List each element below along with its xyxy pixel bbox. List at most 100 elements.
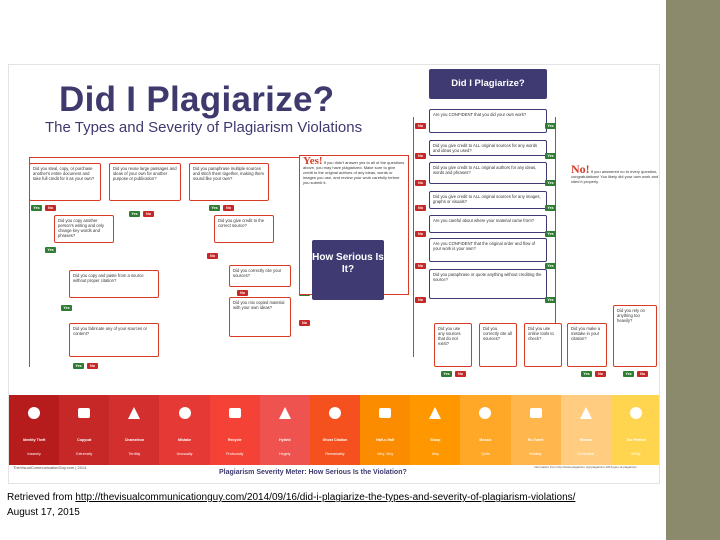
half-circle-icon bbox=[377, 405, 393, 421]
question-box: Did you rely on anything too heavily? bbox=[613, 305, 657, 367]
question-box: Did you make a mistake in your citation? bbox=[567, 323, 607, 367]
question-box: Did you paraphrase multiple sources and … bbox=[189, 163, 269, 201]
meter-segment-severity: Profoundly bbox=[226, 452, 244, 456]
yes-tag: Yes bbox=[61, 305, 72, 311]
no-tag: No bbox=[223, 205, 234, 211]
meter-segment-severity: Extremely bbox=[76, 452, 93, 456]
bird-icon bbox=[528, 405, 544, 421]
key-icon bbox=[628, 405, 644, 421]
question-box: Did you steal, copy, or purchase another… bbox=[29, 163, 101, 201]
question-box: Did you paraphrase or quote anything wit… bbox=[429, 269, 547, 299]
no-tag: No bbox=[143, 211, 154, 217]
caption: Retrieved from http://thevisualcommunica… bbox=[7, 490, 575, 520]
yes-heading: Yes! bbox=[303, 155, 323, 167]
no-tag: No bbox=[299, 320, 310, 326]
yes-tag: Yes bbox=[545, 205, 556, 211]
connector-line bbox=[29, 157, 409, 158]
puzzle-icon bbox=[427, 405, 443, 421]
yes-text: If you didn't answer yes to all of the q… bbox=[303, 160, 405, 185]
no-tag: No bbox=[87, 363, 98, 369]
meter-credit: TheVisualCommunicationGuy.com | 2014 bbox=[13, 465, 87, 470]
source-link[interactable]: http://thevisualcommunicationguy.com/201… bbox=[75, 492, 576, 503]
caption-prefix: Retrieved from bbox=[7, 492, 76, 503]
yes-tag: Yes bbox=[129, 211, 140, 217]
question-box: Did you fabricate any of your sources or… bbox=[69, 323, 159, 357]
meter-segment-severity: Hugely bbox=[279, 452, 291, 456]
meter-segment-name: Recycle bbox=[227, 438, 242, 442]
infographic-title: Did I Plagiarize? bbox=[59, 80, 335, 119]
cat-icon bbox=[76, 405, 92, 421]
connector-line bbox=[413, 117, 414, 357]
how-serious-box: How Serious Is It? bbox=[312, 240, 384, 300]
ghost-icon bbox=[327, 405, 343, 421]
connector-line bbox=[29, 157, 30, 367]
yes-tag: Yes bbox=[441, 371, 452, 377]
meter-segment-severity: Very bbox=[431, 452, 439, 456]
no-heading: No! bbox=[571, 165, 590, 176]
meter-segment-name: Chameleon bbox=[124, 438, 145, 442]
mosaic-icon bbox=[477, 405, 493, 421]
yes-tag: Yes bbox=[31, 205, 42, 211]
yes-tag: Yes bbox=[545, 153, 556, 159]
meter-segment-name: Sharp bbox=[430, 438, 441, 442]
question-box: Did you correctly cite all sources? bbox=[479, 323, 517, 367]
question-box: Did you reuse large passages and ideas o… bbox=[109, 163, 181, 201]
question-box: Did you give credit to ALL original sour… bbox=[429, 191, 547, 209]
meter-segment-name: Half-n-Half bbox=[376, 438, 395, 442]
yes-tag: Yes bbox=[545, 180, 556, 186]
meter-segment-severity: Terribly bbox=[128, 452, 141, 456]
question-box: Are you careful about where your materia… bbox=[429, 215, 547, 233]
no-tag: No bbox=[415, 231, 426, 237]
no-tag: No bbox=[595, 371, 606, 377]
yes-tag: Yes bbox=[73, 363, 84, 369]
yes-tag: Yes bbox=[45, 247, 56, 253]
meter-segment-name: Mosaic bbox=[479, 438, 492, 442]
question-box: Did you mix copied material with your ow… bbox=[229, 297, 291, 337]
no-tag: No bbox=[637, 371, 648, 377]
meter-segment-severity: Very, Very bbox=[377, 452, 394, 456]
yes-tag: Yes bbox=[209, 205, 220, 211]
meter-segment-name: Hybrid bbox=[279, 438, 291, 442]
meter-segment-name: Ghost Citation bbox=[322, 438, 348, 442]
meter-segment-name: Copycat bbox=[77, 438, 92, 442]
yes-tag: Yes bbox=[623, 371, 634, 377]
meter-segment-severity: Remarkably bbox=[325, 452, 345, 456]
mask-icon bbox=[26, 405, 42, 421]
no-tag: No bbox=[237, 290, 248, 296]
no-tag: No bbox=[415, 180, 426, 186]
meter-segment-severity: Unusually bbox=[176, 452, 193, 456]
recycle-icon bbox=[227, 405, 243, 421]
question-box: Did you give credit to ALL original auth… bbox=[429, 162, 547, 184]
hook-icon bbox=[578, 405, 594, 421]
question-box: Did you use any sources that do not exis… bbox=[434, 323, 472, 367]
meter-source: Information from http://www.plagiarism.o… bbox=[534, 465, 637, 469]
meter-title: Plagiarism Severity Meter: How Serious I… bbox=[219, 469, 407, 476]
no-tag: No bbox=[415, 153, 426, 159]
meter-segment-name: Mistake bbox=[177, 438, 192, 442]
meter-segment-severity: Mildly bbox=[631, 452, 641, 456]
question-box: Did you copy another person's writing an… bbox=[54, 215, 114, 243]
meter-segment-severity: Somewhat bbox=[577, 452, 595, 456]
meter-segment-name: Too Perfect bbox=[626, 438, 646, 442]
no-tag: No bbox=[45, 205, 56, 211]
infographic-subtitle: The Types and Severity of Plagiarism Vio… bbox=[45, 119, 363, 136]
yes-tag: Yes bbox=[545, 123, 556, 129]
no-explanation-box: No! If you answered no to every question… bbox=[569, 165, 659, 307]
question-box: Are you CONFIDENT that the original orde… bbox=[429, 238, 547, 262]
infographic-image: Did I Plagiarize? The Types and Severity… bbox=[8, 64, 660, 484]
yes-tag: Yes bbox=[545, 263, 556, 269]
connector-line bbox=[555, 117, 556, 367]
cherry-icon bbox=[126, 405, 142, 421]
no-tag: No bbox=[415, 263, 426, 269]
no-tag: No bbox=[415, 205, 426, 211]
yes-tag: Yes bbox=[581, 371, 592, 377]
